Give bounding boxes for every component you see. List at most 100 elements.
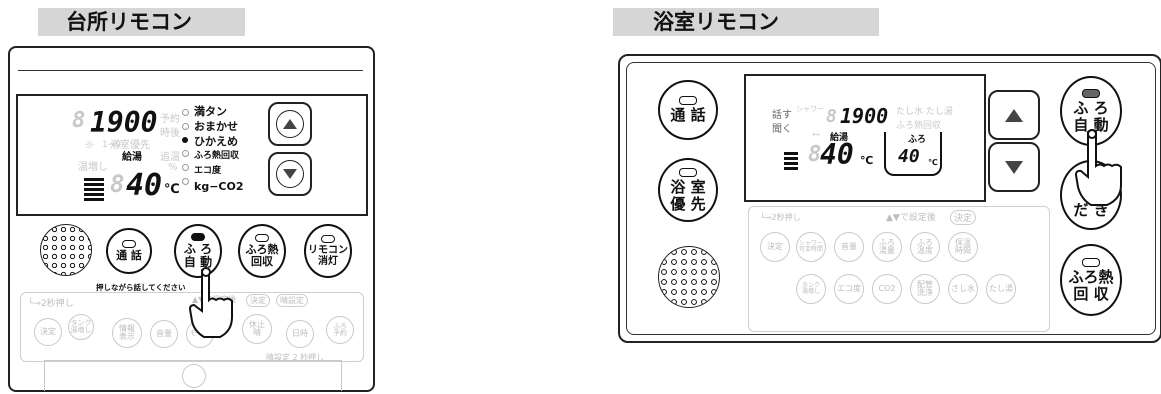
lcd-temperature: 40	[126, 168, 163, 203]
status-omakase: おまかせ	[194, 120, 238, 133]
bath-ghost-sashimizu: さし水	[948, 274, 978, 304]
up-arrow-button[interactable]	[268, 102, 312, 146]
bath-ghost-haikan: 配管 洗浄	[910, 274, 940, 304]
kitchen-remote-title-bar: 台所リモコン	[38, 8, 245, 36]
furo-jido-button[interactable]: ふ ろ 自 動	[174, 224, 222, 278]
lcd-percent: %	[168, 162, 178, 173]
down-arrow-icon	[276, 160, 304, 188]
status-hikaeme: ひかえめ	[194, 135, 238, 148]
furonetsu-kaishu-button[interactable]: ふろ熱 回収	[238, 224, 286, 278]
furonetsu-led-icon	[255, 233, 269, 242]
furo-jido-led-icon	[191, 232, 205, 241]
bath-lcd-furo-temp: 40	[898, 146, 920, 167]
furo-jido-label-1: ふ ろ	[183, 241, 213, 256]
bath-down-arrow-icon	[1005, 160, 1023, 174]
bath-lcd-temperature: 40	[820, 138, 854, 171]
ghost-kettei-pill: 決定	[246, 294, 270, 307]
lcd-clock: 1900	[90, 106, 158, 139]
kitchen-remote-title: 台所リモコン	[66, 10, 192, 34]
bath-down-arrow-button[interactable]	[988, 142, 1040, 192]
ghost-tank-button: タンク 湯増し	[68, 314, 94, 340]
ghost-bottom-note: 晴設定 2 秒押し	[266, 353, 325, 362]
bath-lcd-furo-label: ふろ	[908, 135, 927, 145]
bath-lcd-tashimizu: たし水 たし湯	[896, 107, 953, 117]
status-mantan: 満タン	[194, 105, 227, 118]
bath-ghost-furo-ondo: ふろ 温度	[910, 232, 940, 262]
ghost-kyushi-button: 休止 晴	[242, 314, 272, 344]
status-furonetsu: ふろ熱回収	[194, 151, 240, 161]
bathroom-remote-title: 浴室リモコン	[653, 10, 779, 34]
ghost-nichiji-button: 日時	[286, 320, 314, 348]
speaker-grille-icon	[40, 224, 92, 276]
panel-bottom-hole	[182, 364, 206, 388]
bath-lcd-furonetsu: ふろ熱回収	[896, 121, 942, 131]
bath-ghost-onryo: 音量	[834, 232, 864, 262]
remocon-led-icon	[321, 235, 335, 243]
lcd-faint-digit: 8	[72, 108, 86, 133]
talk-hint-text: 押しながら話してください	[96, 283, 186, 292]
yokushitsu-led-icon	[679, 168, 697, 177]
bath-ghost-furo-yuryo: ふろ 湯量	[872, 232, 902, 262]
bath-furo-jido-label-1: ふ ろ	[1073, 99, 1109, 117]
pointing-hand-icon	[188, 267, 233, 338]
lcd-level-bars-icon	[84, 178, 104, 202]
up-arrow-icon	[276, 110, 304, 138]
ghost-settings-frame	[20, 292, 364, 362]
bath-pointing-hand-icon	[1074, 129, 1122, 206]
remocon-shoto-button[interactable]: リモコン 消灯	[304, 224, 352, 278]
status-kg-co2: kg−CO2	[194, 180, 244, 193]
bath-furo-jido-button[interactable]: ふ ろ 自 動	[1060, 76, 1122, 146]
bath-lcd-level-bars-icon	[784, 152, 798, 170]
down-arrow-button[interactable]	[268, 152, 312, 196]
lcd-yokushitsu-yusen: 浴室優先	[110, 140, 150, 151]
bathroom-panel-inner-border	[626, 62, 1156, 335]
lcd-yu-mashi: 温増し	[78, 162, 108, 173]
bath-tsuwa-button[interactable]: 通 話	[658, 80, 718, 140]
bath-ghost-tashiyu: たし湯	[986, 274, 1016, 304]
furo-jido-label-2: 自 動	[183, 255, 213, 269]
ghost-two-sec-label: └⊸2秒押し	[28, 299, 74, 309]
furonetsu-label-2: 回収	[251, 255, 273, 268]
ghost-kettei-button: 決定	[34, 318, 62, 346]
status-ecodo: エコ度	[194, 166, 222, 176]
lcd-key-icon: 1→0	[102, 140, 121, 150]
bath-lcd-faint-temp-digit: 8	[808, 142, 822, 167]
ghost-joho-button: 情報 表示	[112, 318, 142, 348]
bath-up-arrow-icon	[1005, 108, 1023, 122]
lcd-yoyaku: 予約	[160, 114, 180, 125]
lcd-temp-unit: ℃	[164, 182, 180, 197]
bathroom-remote-title-bar: 浴室リモコン	[613, 8, 879, 36]
bath-ghost-co2: CO2	[872, 274, 902, 304]
bath-tsuwa-led-icon	[679, 96, 697, 106]
remocon-label-1: リモコン	[308, 245, 348, 256]
bath-tsuwa-label: 通 話	[670, 106, 706, 125]
kitchen-lcd: 8 1900 予約 時後 ☼ 1→0 給湯 浴室優先 温増し 追温 8 40 ℃…	[16, 94, 368, 216]
lcd-status-list: 満タン おまかせ ひかえめ ふろ熱回収 エコ度 kg−CO2	[194, 104, 243, 194]
bath-furo-jido-led-icon	[1082, 89, 1100, 98]
bath-furonetsu-label-2: 回 収	[1073, 284, 1109, 303]
bath-ghost-kettei-pill: 決定	[950, 210, 977, 225]
tsuwa-led-icon	[122, 239, 136, 248]
lcd-sun-icon: ☼	[84, 138, 95, 152]
yokushitsu-label-1: 浴 室	[670, 178, 706, 196]
bath-lcd: 話す 聞く シャワー 8 1900 たし水 たし湯 ふろ熱回収 給湯 ⊷ 8 4…	[744, 74, 986, 202]
bath-furo-jido-label-2: 自 動	[1073, 115, 1109, 134]
yokushitsu-yusen-button[interactable]: 浴 室 優 先	[658, 158, 718, 222]
panel-bottom-housing	[44, 360, 342, 391]
bath-up-arrow-button[interactable]	[988, 90, 1040, 140]
tsuwa-label: 通 話	[116, 248, 142, 262]
bath-ghost-two-sec: └⊸2秒押し	[760, 213, 801, 222]
bath-lcd-temp-unit: ℃	[860, 154, 874, 167]
panel-top-strip	[18, 54, 363, 71]
bath-lcd-key-icon: ⊷	[812, 130, 820, 139]
bath-lcd-shower: シャワー	[796, 105, 824, 113]
bath-lcd-clock: 1900	[840, 104, 889, 128]
bath-ghost-kettei: 決定	[760, 232, 790, 262]
lcd-ato: 時後	[160, 128, 180, 139]
bath-speaker-grille-icon	[658, 246, 720, 308]
bath-ghost-tank: タンク 湯増し	[796, 274, 826, 304]
tsuwa-button[interactable]: 通 話	[106, 228, 152, 274]
bath-ghost-frame	[748, 206, 1050, 332]
furonetsu-label-1: ふろ熱	[245, 242, 279, 256]
bath-furonetsu-button[interactable]: ふろ熱 回 収	[1060, 244, 1122, 316]
